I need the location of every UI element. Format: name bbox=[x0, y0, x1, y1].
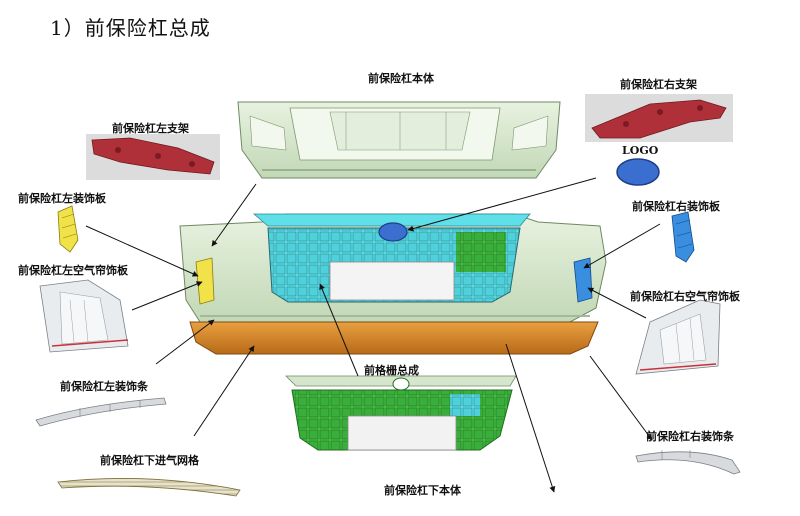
label-left-bracket: 前保险杠左支架 bbox=[112, 122, 189, 135]
left-strip-part bbox=[35, 397, 167, 427]
right-air-curtain-part bbox=[635, 299, 721, 375]
label-bumper-lower-body: 前保险杠下本体 bbox=[384, 484, 461, 497]
label-left-strip: 前保险杠左装饰条 bbox=[60, 380, 148, 393]
bumper-upper-body-part bbox=[237, 101, 561, 179]
label-right-trim: 前保险杠右装饰板 bbox=[632, 200, 720, 213]
left-air-curtain-part bbox=[39, 279, 129, 353]
logo-badge-part bbox=[616, 158, 660, 186]
front-grille-assembly-part bbox=[285, 375, 517, 451]
page-title: 1）前保险杠总成 bbox=[50, 16, 211, 40]
right-trim-part bbox=[671, 211, 695, 263]
right-strip-part bbox=[635, 450, 741, 475]
label-left-air-curtain: 前保险杠左空气帘饰板 bbox=[18, 264, 128, 277]
left-bracket-part bbox=[86, 134, 220, 180]
label-right-strip: 前保险杠右装饰条 bbox=[646, 430, 734, 443]
label-logo: LOGO bbox=[622, 144, 659, 157]
label-grille-assembly: 前格栅总成 bbox=[364, 364, 419, 377]
label-right-bracket: 前保险杠右支架 bbox=[620, 78, 697, 91]
left-trim-part bbox=[57, 205, 79, 253]
lower-intake-mesh-part bbox=[57, 478, 241, 497]
label-left-trim: 前保险杠左装饰板 bbox=[18, 192, 106, 205]
bumper-assembly-main bbox=[179, 213, 607, 355]
label-right-air-curtain: 前保险杠右空气帘饰板 bbox=[630, 290, 740, 303]
leader-arrows bbox=[85, 177, 661, 493]
label-lower-intake-mesh: 前保险杠下进气网格 bbox=[100, 454, 199, 467]
label-bumper-upper-body: 前保险杠本体 bbox=[368, 72, 434, 85]
right-bracket-part bbox=[585, 94, 733, 142]
